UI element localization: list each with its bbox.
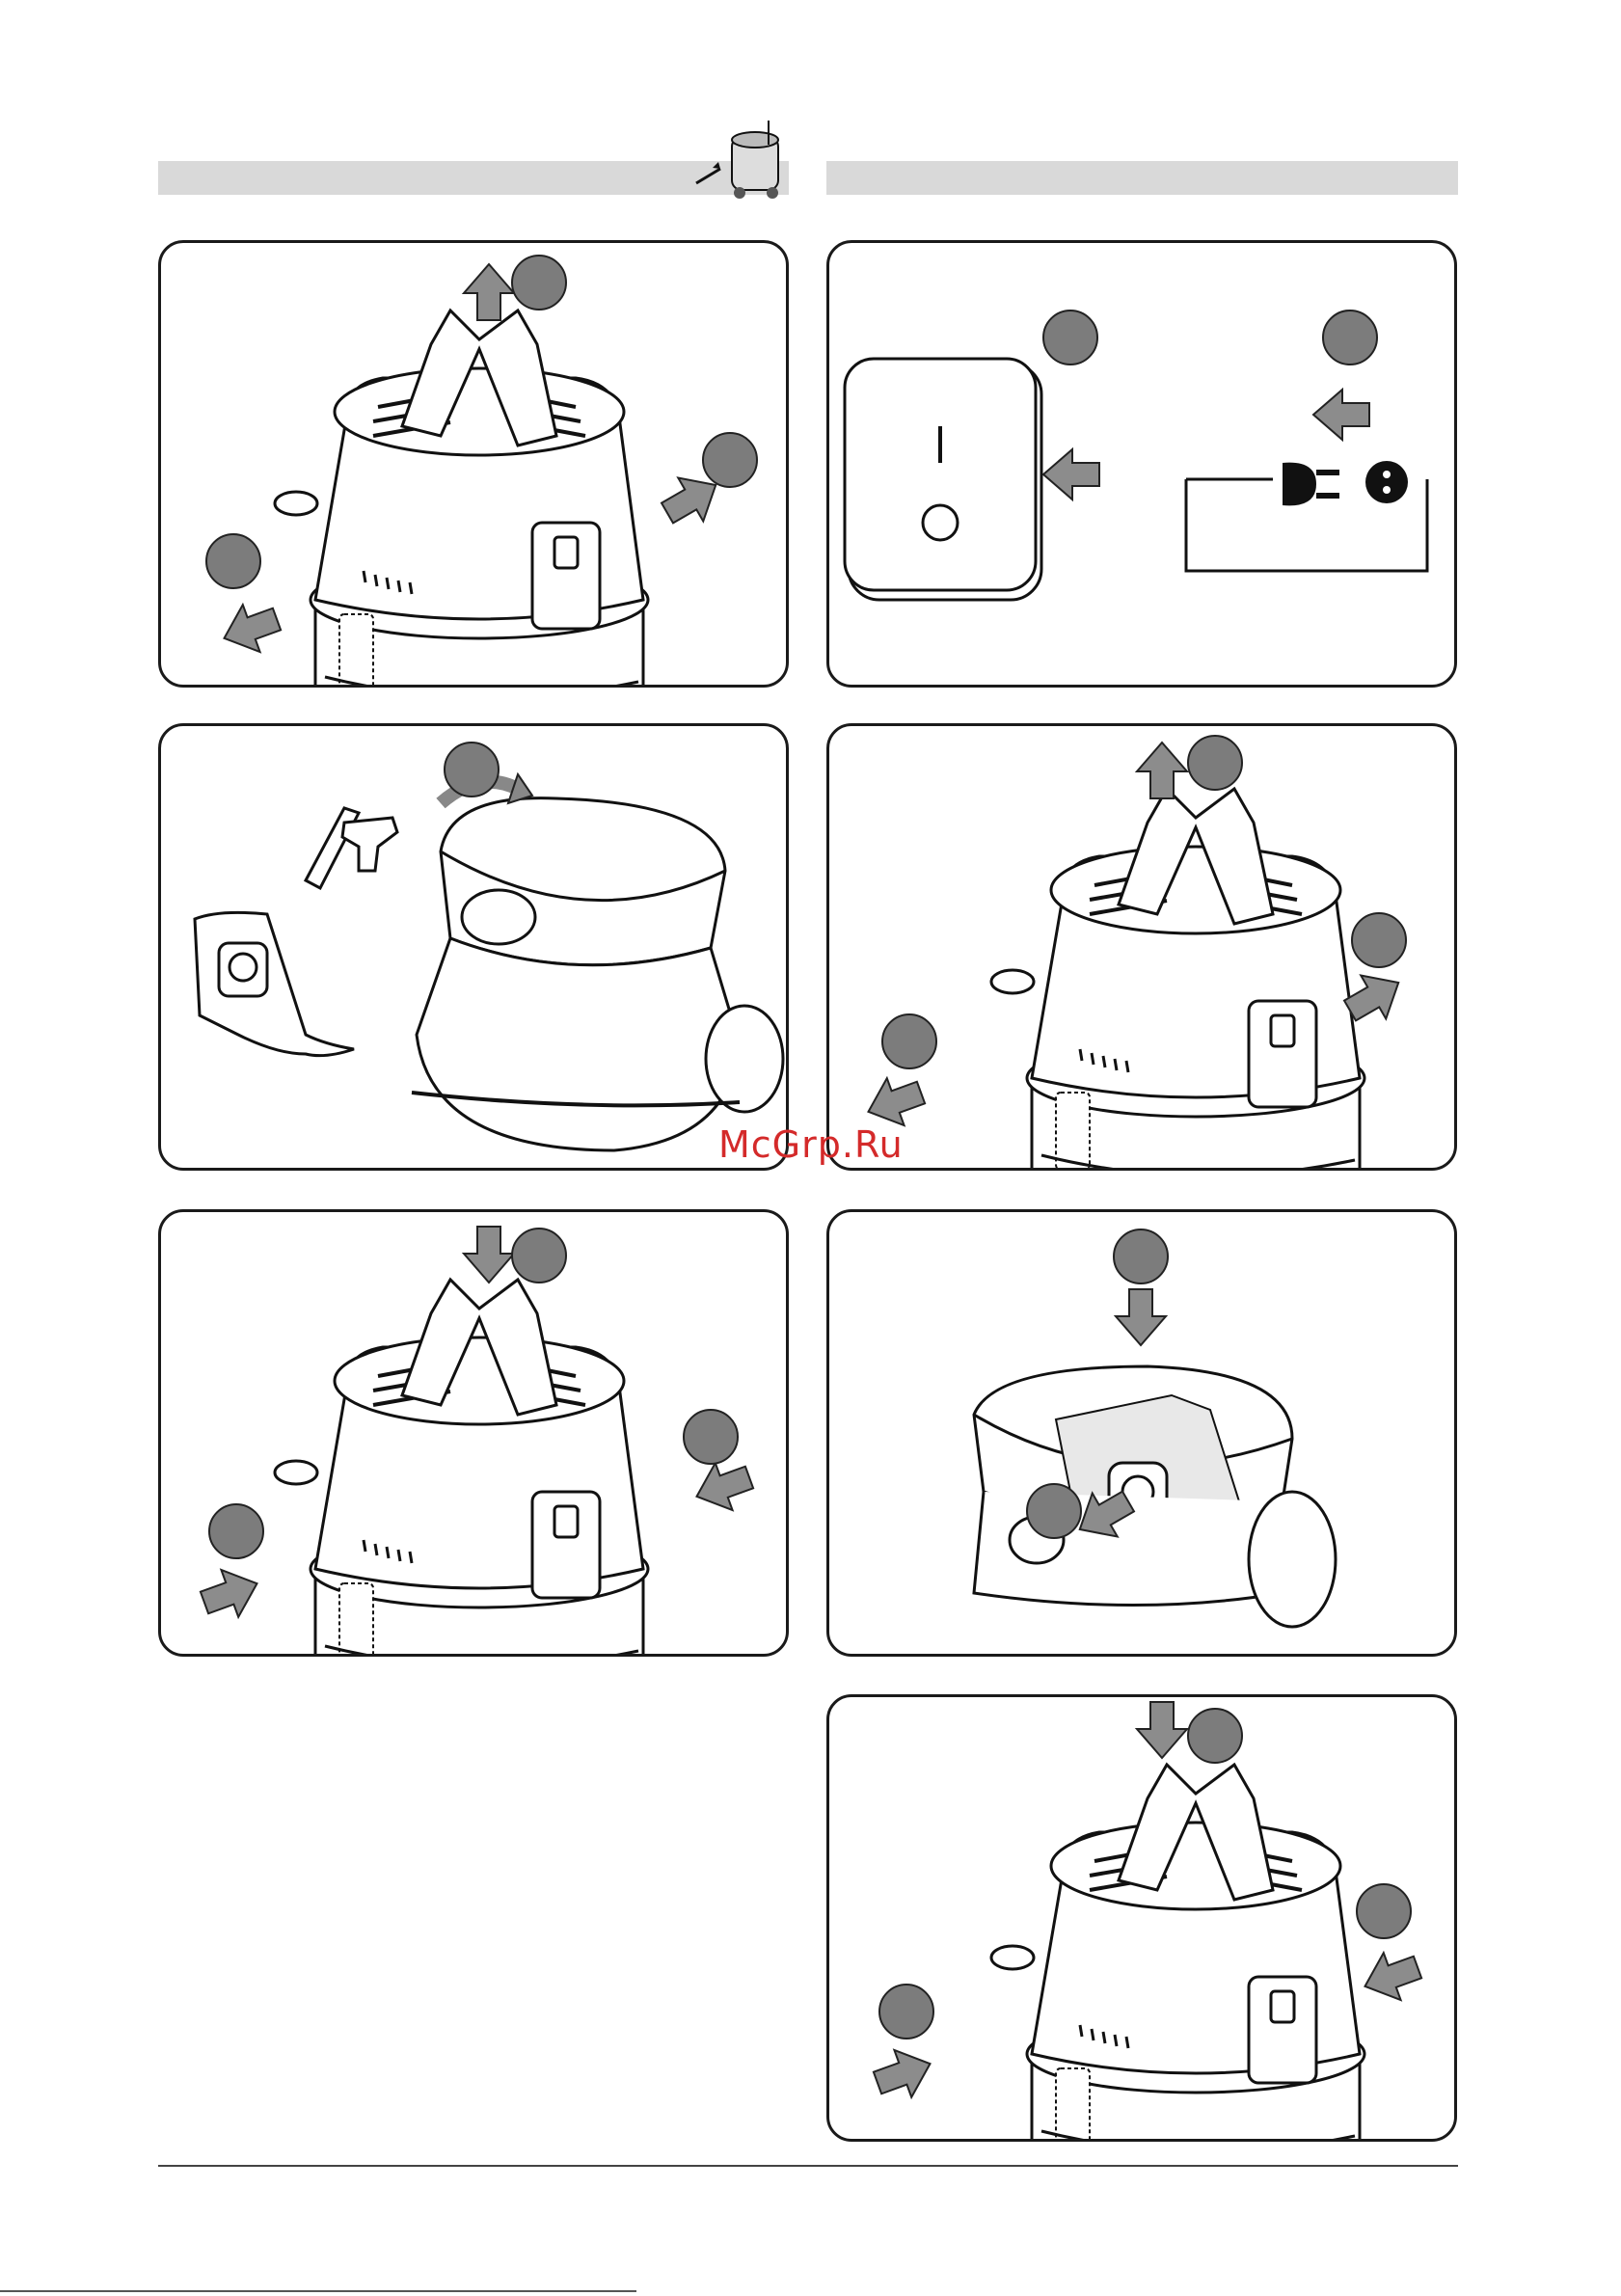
step-badge (882, 1014, 936, 1068)
arrow-down-icon (464, 1227, 514, 1283)
panel-refit-head-1 (158, 1209, 789, 1657)
panel-remove-head-2 (826, 723, 1457, 1171)
step-badge (1043, 311, 1097, 365)
panel-power-off-unplug (826, 240, 1457, 688)
step-badge (684, 1410, 738, 1464)
panel-remove-head-1 (158, 240, 789, 688)
filter-bag-icon (195, 912, 354, 1055)
arrow-left-icon (1313, 390, 1369, 440)
panel-refit-head-2 (826, 1694, 1457, 2142)
footer-divider (158, 2165, 1458, 2167)
step-badge (1188, 736, 1242, 790)
arrow-up-icon (1137, 743, 1187, 798)
arrow-up-icon (464, 264, 514, 320)
socket-icon (1365, 461, 1408, 503)
step-badge (1352, 913, 1406, 967)
step-badge (1357, 1884, 1411, 1938)
step-badge (445, 743, 499, 797)
step-badge (512, 256, 566, 310)
step-badge (206, 534, 260, 588)
arrow-down-icon (1116, 1289, 1166, 1345)
arrow-outward-icon (216, 596, 285, 662)
panel-insert-filter-bag (826, 1209, 1457, 1657)
step-badge (1323, 311, 1377, 365)
arrow-inward-icon (689, 1454, 758, 1521)
step-badge (512, 1229, 566, 1283)
plug-icon (1283, 463, 1316, 506)
step-badge (1027, 1484, 1081, 1538)
step-badge (703, 433, 757, 487)
step-badge (1114, 1229, 1168, 1283)
arrow-down-icon (1137, 1702, 1187, 1758)
vacuum-cleaner-pointer-icon (691, 116, 788, 203)
watermark: McGrp.Ru (718, 1123, 904, 1166)
panel-empty-container (158, 723, 789, 1171)
step-badge (209, 1504, 263, 1558)
arrow-inward-icon (1357, 1944, 1426, 2011)
arrow-inward-icon (1043, 449, 1099, 500)
section-header-bar-right (826, 161, 1458, 195)
page-edge-line (0, 2290, 636, 2292)
nozzle-icon (342, 818, 397, 871)
power-switch-icon (845, 359, 1036, 590)
crevice-tool-icon (306, 808, 359, 888)
step-badge (1188, 1709, 1242, 1763)
arrow-inward-icon (196, 1560, 265, 1627)
arrow-inward-icon (869, 2040, 938, 2107)
step-badge (879, 1985, 933, 2039)
